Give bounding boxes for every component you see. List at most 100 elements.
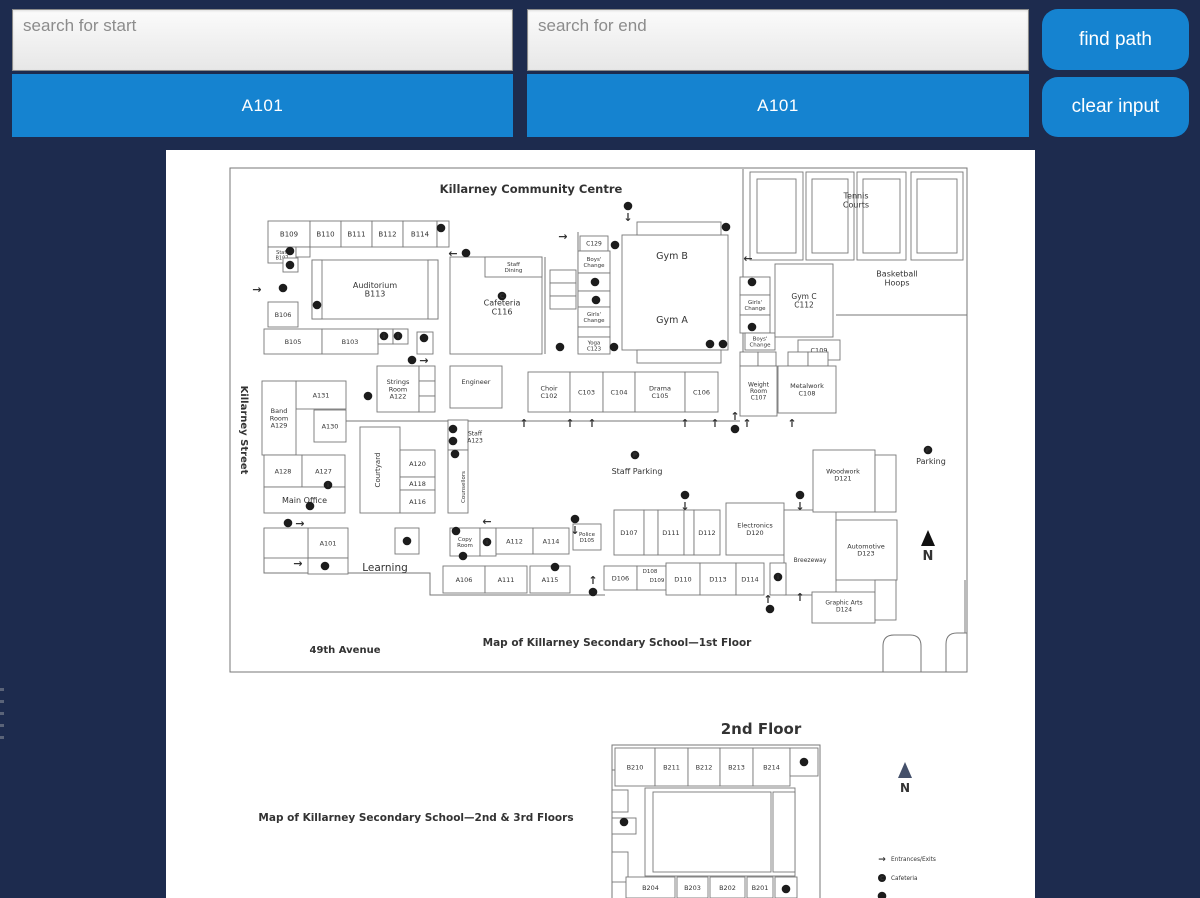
room-label: A114 [543,537,560,545]
legend-cafeteria-icon [878,874,886,882]
room-label: B106 [275,311,292,319]
map-room [371,220,404,248]
facility-dot-icon [550,562,560,572]
map-room [787,351,809,367]
facility-dot-icon [393,331,403,341]
entrance-arrow-icon: ↑ [787,417,796,430]
entrance-arrow-icon: ↑ [680,417,689,430]
facility-dot-icon [448,436,458,446]
map-room [774,263,834,338]
map-room [311,259,323,320]
facility-dot-icon [450,449,460,459]
map-room [307,527,349,559]
map-room [484,256,543,278]
map-room [611,789,629,813]
facility-dot-glyph: C [500,293,505,300]
map-room [447,419,469,451]
facility-dot-icon [630,450,640,460]
find-path-button[interactable]: find path [1042,9,1189,70]
entrance-arrow-icon: ↑ [710,417,719,430]
clear-input-button[interactable]: clear input [1042,77,1189,137]
facility-dot-icon [591,295,601,305]
map-room [636,221,722,236]
entrance-arrow-icon: ↑ [587,417,596,430]
facility-dot-icon [407,355,417,365]
map-room [811,591,876,624]
room-label: A131 [313,391,330,399]
map-room [427,259,439,320]
facility-dot-icon [609,342,619,352]
entrance-arrow-icon: ↓ [795,500,804,513]
map-room [916,178,958,254]
map-room [643,509,659,556]
facility-dot-icon [747,322,757,332]
map-room [602,371,636,413]
facility-dot-icon [497,291,507,301]
map-room [611,851,629,883]
facility-dot-icon [799,757,809,767]
svg-text:N: N [923,549,934,564]
map-room [725,502,785,556]
legend-item-label: Entrances/Exits [891,857,936,863]
map-text-label: 49th Avenue [309,645,380,656]
facility-dot-icon [923,445,933,455]
map-room [311,259,439,320]
room-label: B103 [342,338,359,346]
map-room [735,562,765,596]
room-label: A106 [456,576,473,584]
entrance-arrow-icon: ↑ [795,591,804,604]
room-label: B212 [696,763,713,771]
room-label: A116 [409,498,426,506]
map-room [529,565,571,594]
map-room [295,380,347,410]
map-room [634,371,686,413]
map-room [783,509,837,596]
facility-dot-icon [402,536,412,546]
entrance-arrow-icon: → [295,517,304,530]
room-label: Girls'Change [744,300,766,312]
room-label: Boys'Change [583,257,605,269]
room-label: D111 [662,529,679,537]
map-room [709,876,746,898]
map-text-label: Map of Killarney Secondary School—1st Fl… [483,637,753,649]
map-room [744,332,776,351]
room-label: B114 [411,230,430,238]
room-label: A111 [498,576,515,584]
room-label: D114 [741,575,758,583]
map-room [418,380,436,397]
map-room [449,527,481,557]
room-label: C106 [693,388,710,396]
map-room [719,747,754,787]
entrance-arrow-icon: ← [448,247,457,260]
room-label: B112 [378,230,396,238]
facility-dot-icon [747,277,757,287]
map-text-label: D108 [643,569,658,575]
map-room [777,365,837,414]
entrance-arrow-icon: ↑ [588,574,597,587]
facility-dot-icon [278,283,288,293]
map-room [811,178,849,254]
entrance-arrow-icon: → [419,354,428,367]
map-room [693,509,721,556]
facility-dot-icon [680,490,690,500]
room-label: A128 [275,467,292,475]
start-search-input[interactable] [12,9,513,71]
end-suggestion-item[interactable]: A101 [527,74,1029,137]
facility-dot-icon [458,551,468,561]
facility-dot-icon [285,246,295,256]
start-suggestion-item[interactable]: A101 [12,74,513,137]
map-room [569,371,604,413]
end-search-input[interactable] [527,9,1029,71]
facility-dot-icon [285,260,295,270]
map-room [447,449,469,514]
